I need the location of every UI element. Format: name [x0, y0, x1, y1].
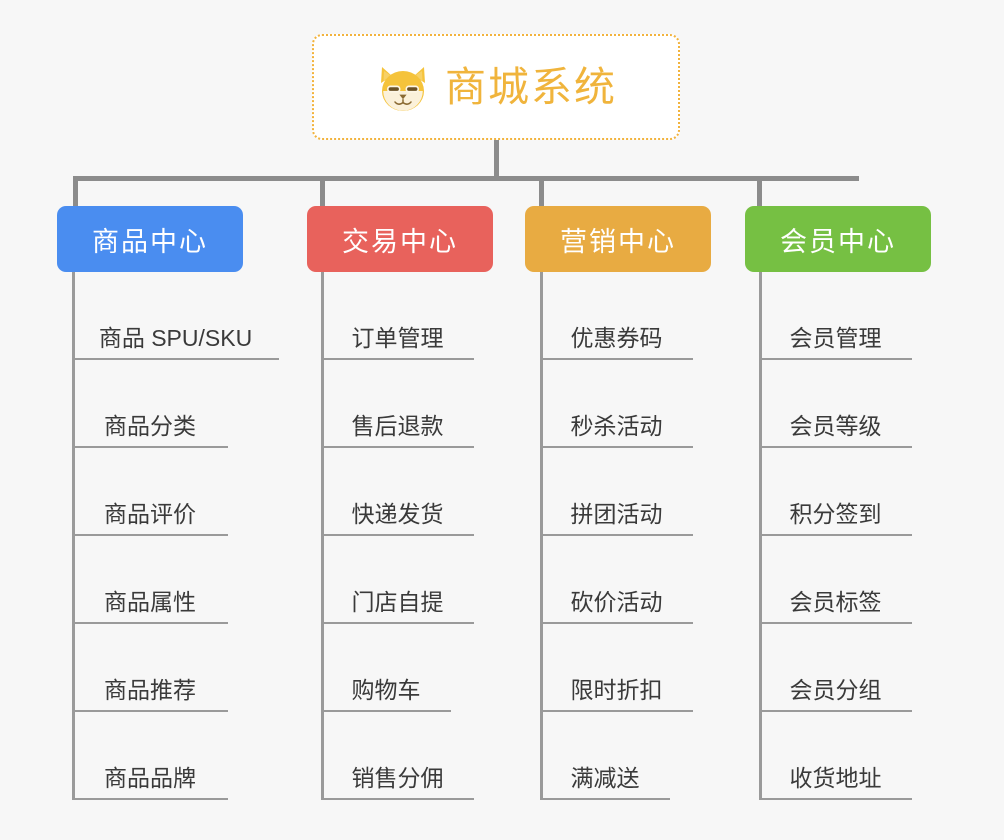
leaf-item[interactable]: 收货地址: [759, 712, 912, 800]
leaf-item-label: 商品评价: [104, 500, 196, 527]
branch-header-label: 交易中心: [342, 226, 458, 257]
leaf-item[interactable]: 商品推荐: [72, 624, 228, 712]
branch-bus-connector: [73, 176, 859, 181]
leaf-item-label: 砍价活动: [570, 588, 663, 615]
leaf-item[interactable]: 商品属性: [72, 536, 228, 624]
leaf-item-label: 优惠券码: [570, 324, 663, 351]
leaf-item-label: 拼团活动: [570, 500, 663, 527]
branch-trunk-line: [321, 272, 324, 800]
leaf-item-label: 销售分佣: [351, 764, 444, 791]
leaf-item[interactable]: 销售分佣: [321, 712, 474, 800]
leaf-item-label: 会员标签: [789, 588, 882, 615]
leaf-item-label: 购物车: [351, 676, 421, 703]
leaf-item-label: 收货地址: [789, 764, 882, 791]
leaf-item[interactable]: 会员分组: [759, 624, 912, 712]
branch-header-营销中心[interactable]: 营销中心: [525, 206, 711, 272]
branch-trunk-line: [759, 272, 762, 800]
leaf-item-label: 商品 SPU/SKU: [98, 324, 253, 351]
root-node[interactable]: 商城系统: [312, 34, 680, 140]
leaf-item[interactable]: 商品评价: [72, 448, 228, 536]
leaf-item[interactable]: 门店自提: [321, 536, 474, 624]
root-title: 商城系统: [445, 63, 617, 110]
leaf-item[interactable]: 砍价活动: [540, 536, 693, 624]
leaf-item[interactable]: 秒杀活动: [540, 360, 693, 448]
root-stem-connector: [494, 140, 499, 179]
leaf-item-label: 快递发货: [351, 500, 444, 527]
leaf-item[interactable]: 会员等级: [759, 360, 912, 448]
leaf-item-label: 满减送: [570, 764, 640, 791]
leaf-item-label: 门店自提: [351, 588, 444, 615]
branch-header-label: 营销中心: [560, 226, 676, 257]
leaf-item[interactable]: 限时折扣: [540, 624, 693, 712]
branch-trunk-line: [72, 272, 75, 800]
leaf-item[interactable]: 积分签到: [759, 448, 912, 536]
shiba-inu-dog-face-icon: [375, 61, 431, 113]
leaf-item[interactable]: 商品品牌: [72, 712, 228, 800]
leaf-item-label: 订单管理: [351, 324, 444, 351]
leaf-item-label: 会员分组: [789, 676, 882, 703]
leaf-item[interactable]: 会员标签: [759, 536, 912, 624]
leaf-item-label: 限时折扣: [570, 676, 663, 703]
branch-trunk-line: [540, 272, 543, 800]
leaf-item-label: 积分签到: [789, 500, 882, 527]
branch-header-商品中心[interactable]: 商品中心: [57, 206, 243, 272]
branch-drop-connector-1: [73, 176, 78, 209]
leaf-item[interactable]: 订单管理: [321, 272, 474, 360]
leaf-item[interactable]: 满减送: [540, 712, 670, 800]
leaf-item[interactable]: 商品 SPU/SKU: [72, 272, 279, 360]
branch-drop-connector-2: [320, 176, 325, 209]
leaf-item-label: 售后退款: [351, 412, 444, 439]
leaf-item-label: 商品品牌: [104, 764, 196, 791]
leaf-item[interactable]: 快递发货: [321, 448, 474, 536]
branch-header-会员中心[interactable]: 会员中心: [745, 206, 931, 272]
branch-header-交易中心[interactable]: 交易中心: [307, 206, 493, 272]
leaf-item-label: 秒杀活动: [570, 412, 663, 439]
leaf-item-label: 会员等级: [789, 412, 882, 439]
leaf-item[interactable]: 商品分类: [72, 360, 228, 448]
leaf-item[interactable]: 优惠券码: [540, 272, 693, 360]
leaf-item[interactable]: 会员管理: [759, 272, 912, 360]
branch-drop-connector-4: [757, 176, 762, 209]
leaf-item-label: 会员管理: [789, 324, 882, 351]
leaf-item[interactable]: 售后退款: [321, 360, 474, 448]
leaf-item-label: 商品分类: [104, 412, 196, 439]
branch-header-label: 会员中心: [780, 226, 896, 257]
leaf-item[interactable]: 拼团活动: [540, 448, 693, 536]
branch-header-label: 商品中心: [92, 226, 208, 257]
branch-drop-connector-3: [539, 176, 544, 209]
leaf-item[interactable]: 购物车: [321, 624, 451, 712]
leaf-item-label: 商品推荐: [104, 676, 196, 703]
leaf-item-label: 商品属性: [104, 588, 196, 615]
